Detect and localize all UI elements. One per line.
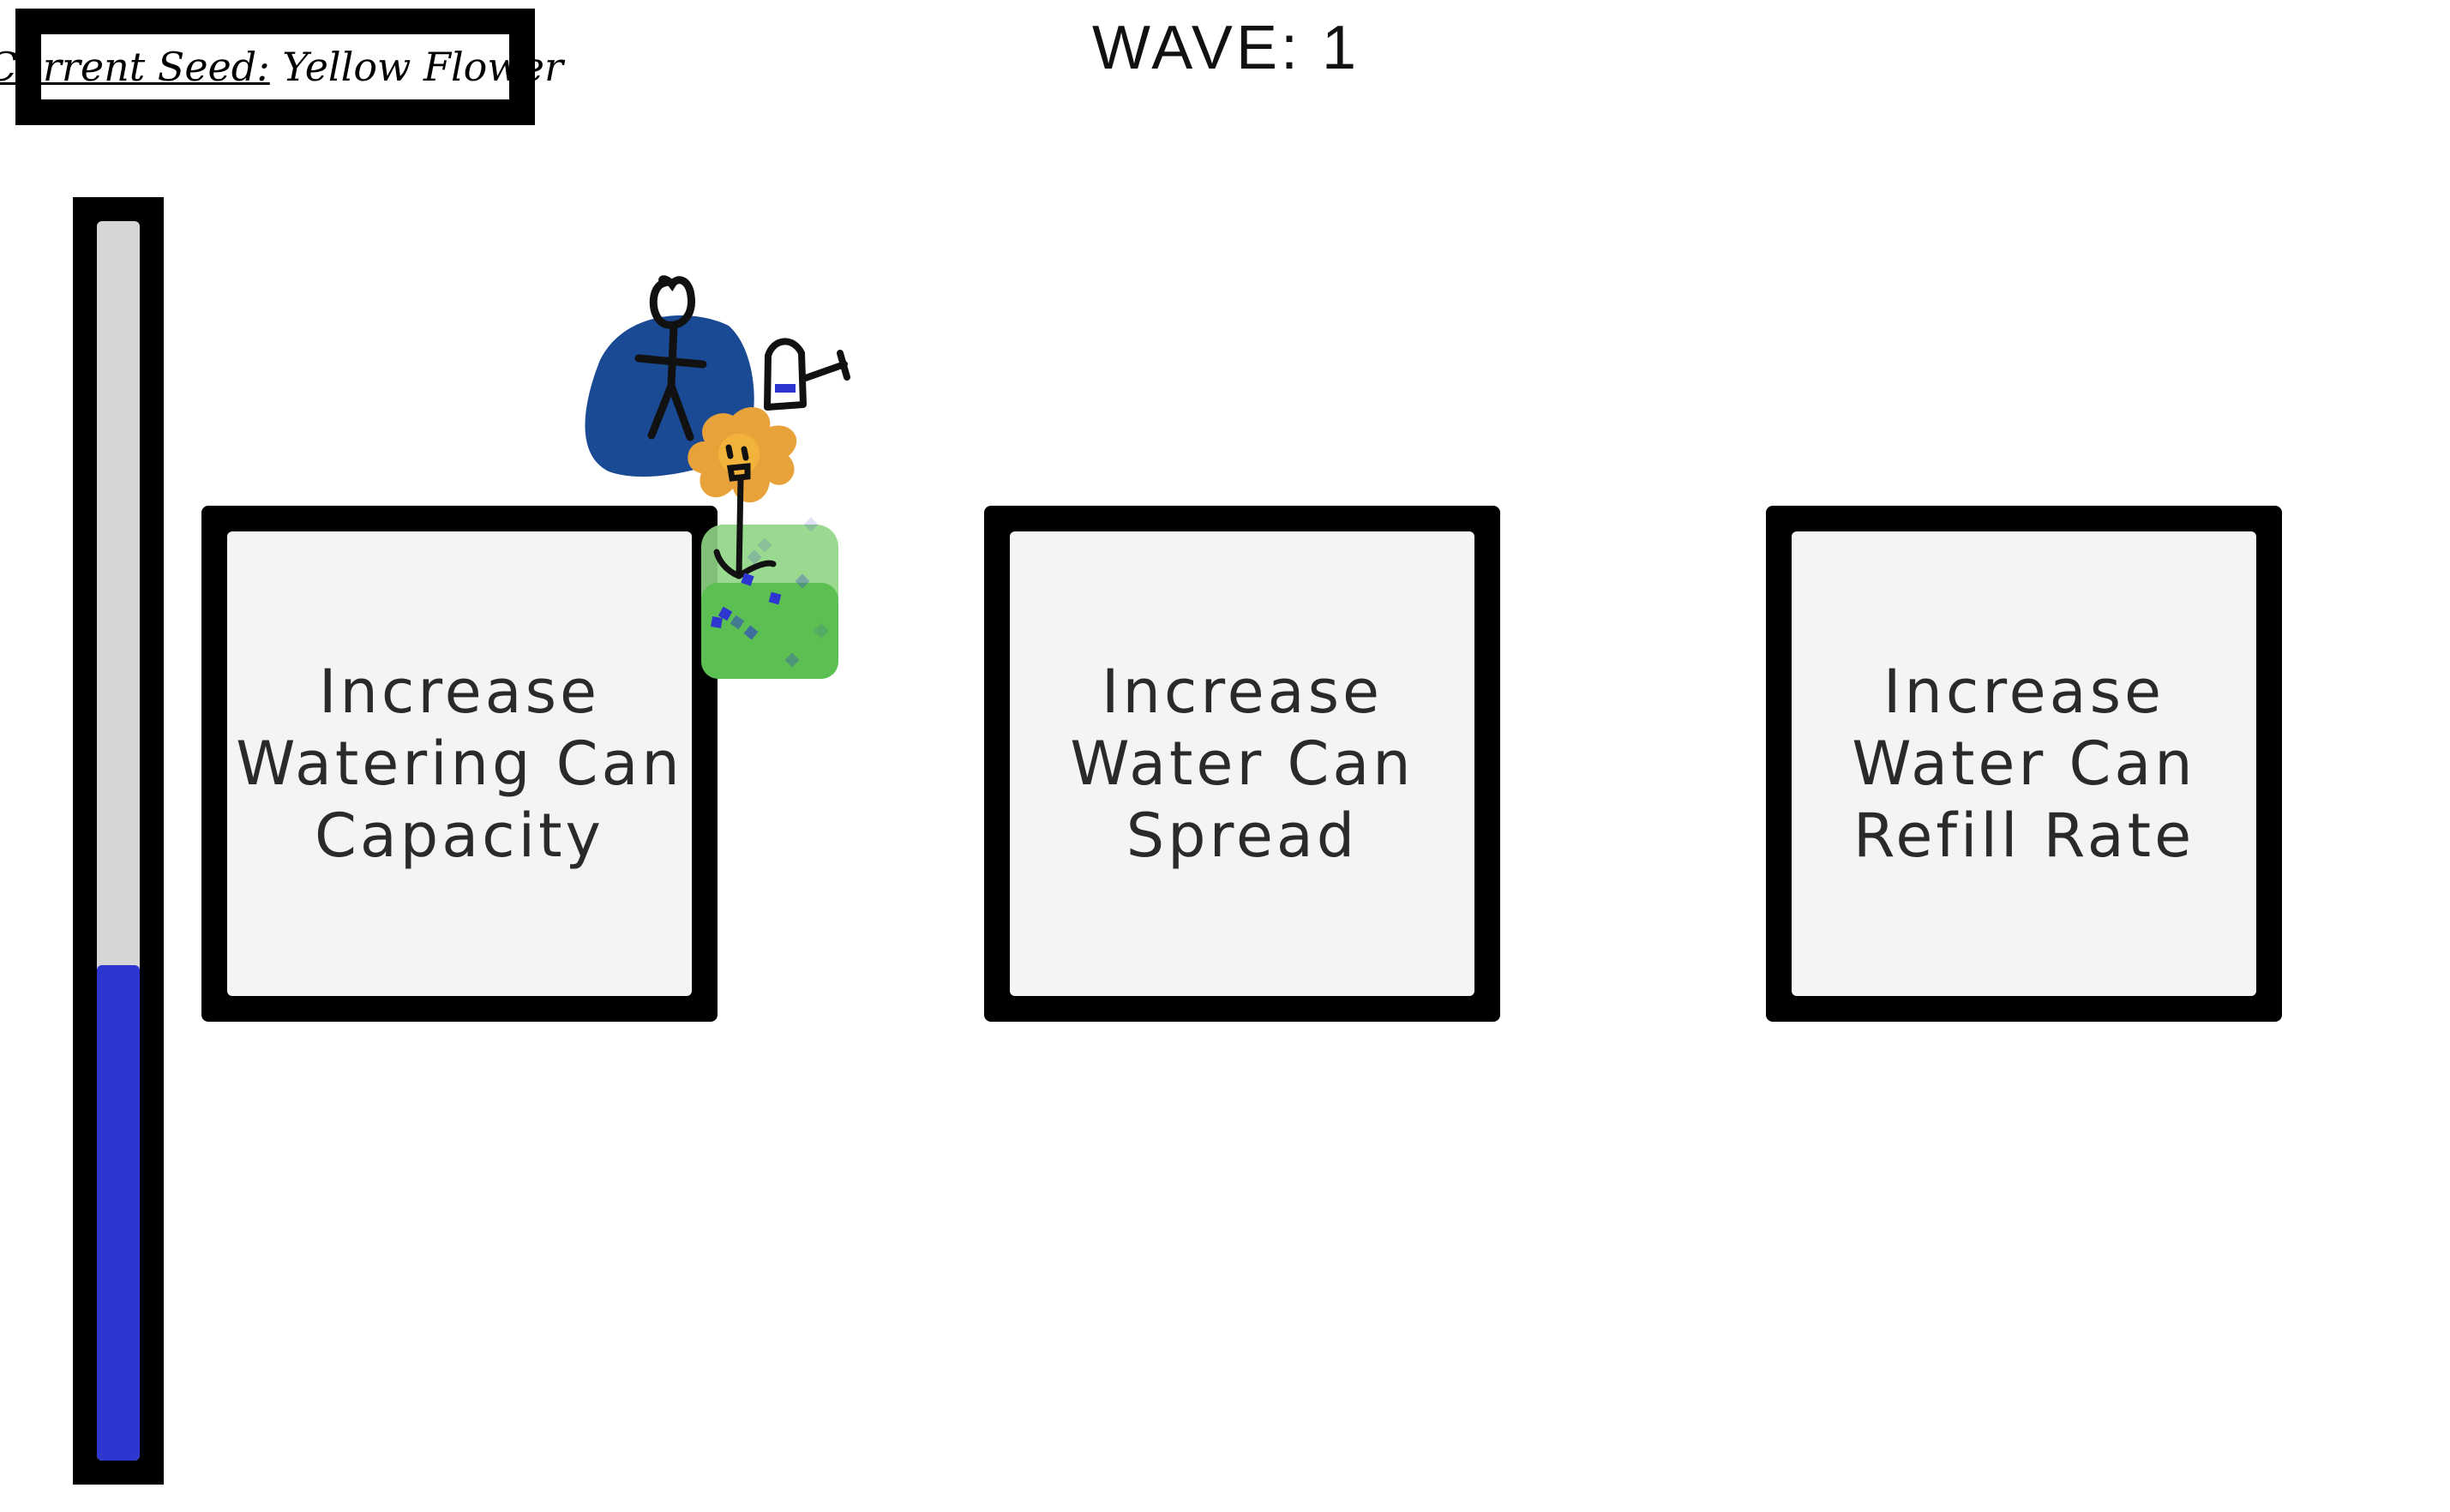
upgrade-card-label: Increase Water Can Spread <box>1070 657 1414 871</box>
upgrade-card-capacity[interactable]: Increase Watering Can Capacity <box>201 506 718 1022</box>
upgrade-card-inner: Increase Water Can Refill Rate <box>1792 531 2256 996</box>
water-drop <box>711 616 723 628</box>
water-drop <box>747 549 762 565</box>
wave-counter: WAVE: 1 <box>1091 14 1360 82</box>
water-drop <box>757 537 772 553</box>
water-meter-track <box>97 221 140 1461</box>
upgrade-card-spread[interactable]: Increase Water Can Spread <box>984 506 1500 1022</box>
upgrade-card-label: Increase Watering Can Capacity <box>236 657 683 871</box>
stick-figure-icon <box>634 275 707 441</box>
current-seed-text: Current Seed: Yellow Flower <box>0 44 563 90</box>
water-drop <box>784 652 800 668</box>
flower-icon <box>688 407 797 579</box>
water-drop <box>743 625 759 640</box>
water-drop <box>803 517 819 532</box>
water-meter <box>73 197 164 1485</box>
water-meter-fill <box>97 964 140 1461</box>
water-drop <box>814 623 829 639</box>
upgrade-card-inner: Increase Watering Can Capacity <box>227 531 692 996</box>
water-drops <box>711 517 829 668</box>
current-seed-prefix: Current Seed: <box>0 44 270 90</box>
current-seed-panel: Current Seed: Yellow Flower <box>0 9 563 125</box>
upgrade-card-refill-rate[interactable]: Increase Water Can Refill Rate <box>1766 506 2282 1022</box>
water-drop <box>795 573 810 589</box>
watering-can-icon <box>764 338 850 411</box>
current-seed-name: Yellow Flower <box>282 44 563 90</box>
current-seed-box: Current Seed: Yellow Flower <box>0 34 563 99</box>
game-scene <box>585 275 850 679</box>
water-drop <box>768 591 782 605</box>
water-drop <box>741 573 754 586</box>
water-drop <box>718 606 733 621</box>
upgrade-card-label: Increase Water Can Refill Rate <box>1852 657 2196 871</box>
upgrade-card-inner: Increase Water Can Spread <box>1010 531 1474 996</box>
water-drop <box>730 615 745 630</box>
